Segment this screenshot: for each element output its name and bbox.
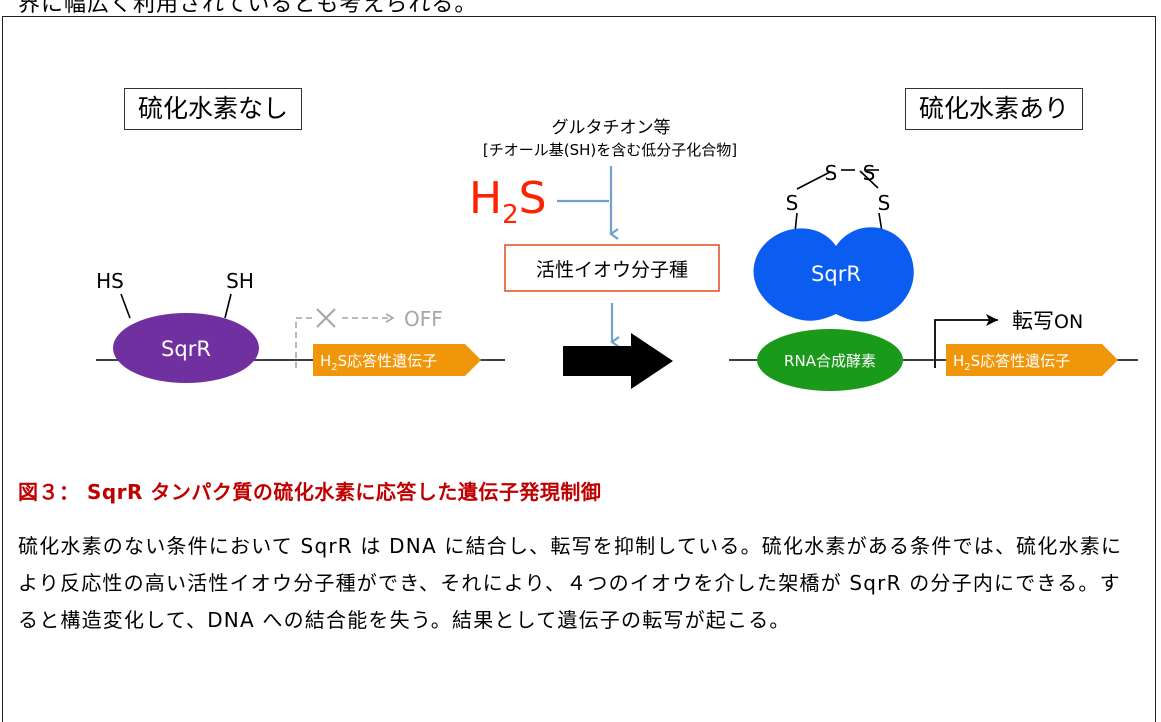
sh-label: SH	[226, 269, 254, 293]
h2s-responsive-gene-right	[946, 344, 1118, 376]
sqrr-protein-released	[753, 227, 914, 322]
blocked-transcription-start	[295, 317, 312, 368]
transcription-on-label: 転写ON	[1012, 309, 1083, 333]
figure-caption-title: 図３： SqrR タンパク質の硫化水素に応答した遺伝子発現制御	[18, 480, 602, 504]
sqrr-label-right: SqrR	[811, 262, 861, 286]
thiol-stick-left	[120, 293, 131, 319]
off-label: OFF	[404, 307, 443, 331]
sqrr-label-left: SqrR	[161, 337, 211, 361]
rna-polymerase-label: RNA合成酵素	[784, 352, 876, 370]
reactive-sulfur-label: 活性イオウ分子種	[536, 259, 688, 281]
figure-caption-body: 硫化水素のない条件において SqrR は DNA に結合し、転写を抑制している。…	[18, 534, 1123, 632]
no-h2s-label: 硫化水素なし	[124, 88, 303, 130]
gene-label-left: H2S応答性遺伝子	[320, 352, 437, 373]
glutathione-label: グルタチオン等	[552, 118, 671, 138]
blocked-x-icon	[316, 308, 336, 328]
with-h2s-label: 硫化水素あり	[905, 88, 1084, 130]
sqrr-mechanism-diagram: グルタチオン等 [チオール基(SH)を含む低分子化合物] H2S 活性イオウ分子…	[96, 118, 1138, 391]
sulfur-atom-4: S	[878, 191, 891, 215]
sulfur-atom-2: S	[863, 161, 876, 185]
preceding-text-fragment: 界に幅広く利用されているとも考えられる。	[18, 0, 478, 17]
thiol-stick-right	[224, 293, 232, 319]
sulfur-bond-1	[796, 171, 831, 190]
sulfur-bond-3	[859, 170, 879, 189]
h2s-formula: H2S	[469, 173, 547, 230]
transcription-arrow	[934, 314, 998, 368]
transition-arrow	[563, 333, 673, 389]
gene-label-right: H2S応答性遺伝子	[953, 352, 1070, 373]
sulfur-atom-1: S	[825, 161, 838, 185]
reactive-sulfur-box	[504, 244, 720, 292]
sqrr-protein-bound	[113, 313, 259, 383]
rna-polymerase	[757, 329, 903, 391]
sulfur-atom-3: S	[786, 191, 799, 215]
figure-frame	[2, 16, 1156, 722]
hs-label: HS	[96, 269, 124, 293]
h2s-responsive-gene-left	[313, 344, 481, 376]
thiol-compound-label: [チオール基(SH)を含む低分子化合物]	[483, 141, 737, 159]
